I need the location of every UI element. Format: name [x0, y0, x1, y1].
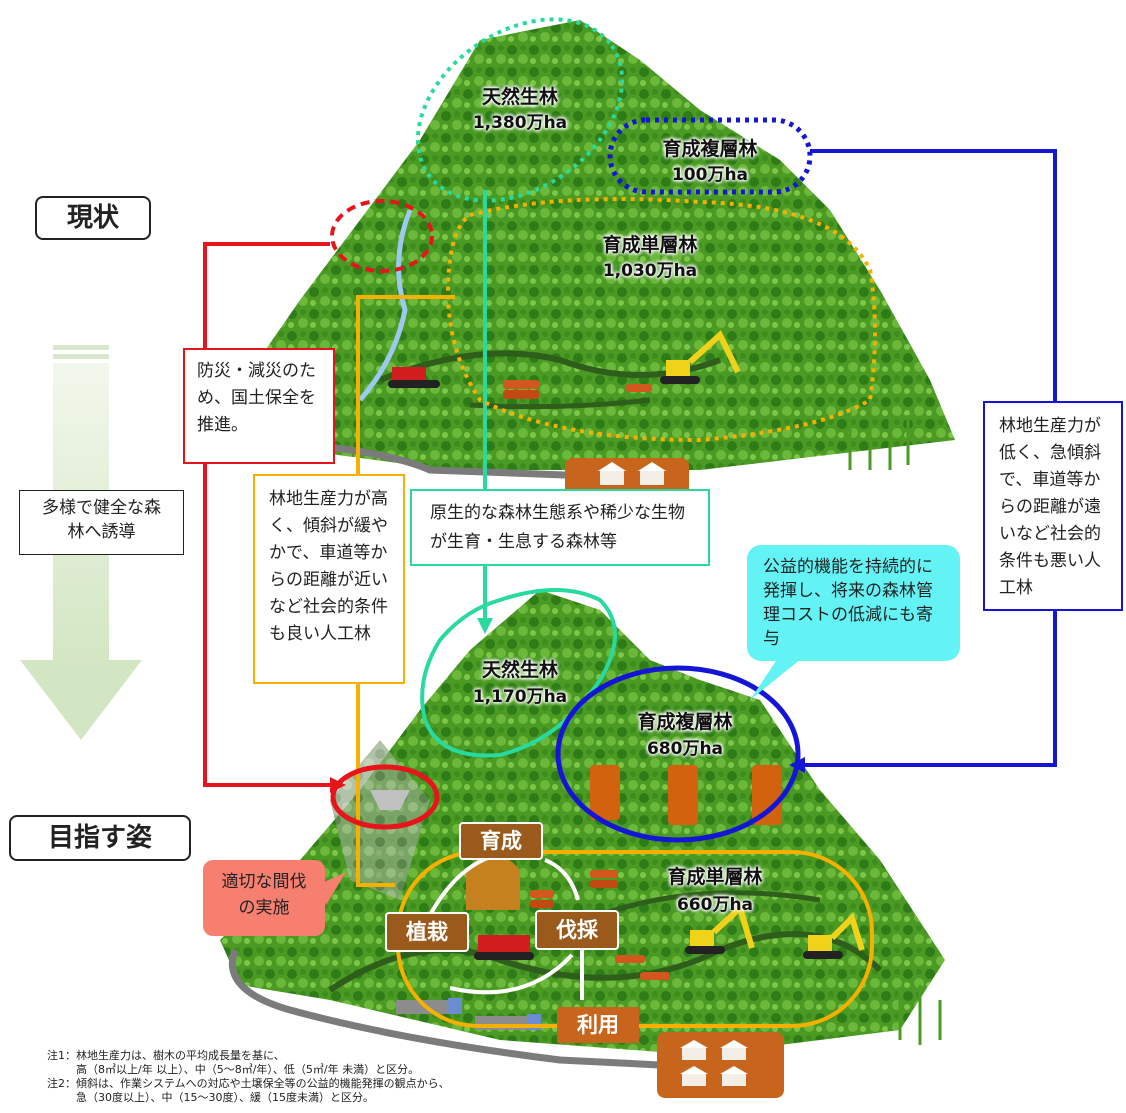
- target-disaster-outline: [330, 764, 440, 830]
- current-disaster-outline: [330, 199, 434, 273]
- current-natural-name: 天然生林: [481, 86, 558, 108]
- low-productive-box: 林地生産力が低く、急傾斜で、車道等からの距離が遠いなど社会的条件も悪い人工林: [983, 401, 1123, 611]
- note-1: 注1：林地生産力は、樹木の平均成長量を基に、: [47, 1049, 285, 1062]
- target-multi-outline: [555, 665, 801, 843]
- current-natural-outline: [415, 17, 625, 203]
- cycle-arrow-lower: [449, 953, 574, 995]
- note-1-cont: 高（8㎥以上/年 以上）、中（5～8㎥/年）、低（5㎥/年 未満）と区分。: [76, 1063, 420, 1076]
- thinning-bubble: 適切な間伐の実施: [203, 860, 325, 936]
- current-natural-area: 1,380万ha: [472, 113, 568, 133]
- current-single-name: 育成単層林: [602, 234, 698, 256]
- cycle-grow-tag: 育成: [459, 822, 543, 860]
- heading-current: 現状: [35, 196, 151, 240]
- teal-arrowhead: [477, 618, 493, 634]
- target-multi-name: 育成複層林: [637, 711, 733, 733]
- red-connector: [203, 242, 330, 787]
- current-multi-name: 育成複層林: [662, 138, 758, 160]
- current-single-outline: [446, 196, 877, 443]
- disaster-box: 防災・減災のため、国土保全を推進。: [183, 348, 335, 464]
- target-natural-area: 1,170万ha: [472, 687, 568, 707]
- arrow-label: 多様で健全な森林へ誘導: [19, 490, 184, 555]
- current-single-area: 1,030万ha: [602, 261, 698, 281]
- target-single-area: 660万ha: [676, 895, 754, 915]
- productive-box: 林地生産力が高く、傾斜が緩やかで、車道等からの距離が近いなど社会的条件も良い人工…: [253, 474, 405, 684]
- note-2-cont: 急（30度以上）、中（15～30度）、緩（15度未満）と区分。: [76, 1091, 374, 1104]
- cycle-harvest-tag: 伐採: [535, 910, 619, 950]
- cycle-plant-tag: 植栽: [385, 912, 469, 952]
- current-multi-area: 100万ha: [671, 165, 749, 185]
- primeval-box: 原生的な森林生態系や稀少な生物が生育・生息する森林等: [410, 489, 710, 566]
- cycle-arrow-right: [544, 858, 580, 901]
- note-2: 注2：傾斜は、作業システムへの対応や土壌保全等の公益的機能発揮の観点から、: [47, 1077, 450, 1090]
- target-natural-name: 天然生林: [481, 659, 558, 681]
- heading-target: 目指す姿: [9, 815, 191, 861]
- target-multi-area: 680万ha: [646, 739, 724, 759]
- cycle-use-tag: 利用: [557, 1007, 639, 1043]
- thinning-bubble-tail: [318, 872, 346, 905]
- public-bubble: 公益的機能を持続的に発揮し、将来の森林管理コストの低減にも寄与: [747, 545, 960, 661]
- current-mountain: [210, 20, 955, 506]
- target-natural-outline: [420, 588, 617, 758]
- target-single-name: 育成単層林: [667, 866, 763, 888]
- current-multi-outline: [607, 117, 813, 195]
